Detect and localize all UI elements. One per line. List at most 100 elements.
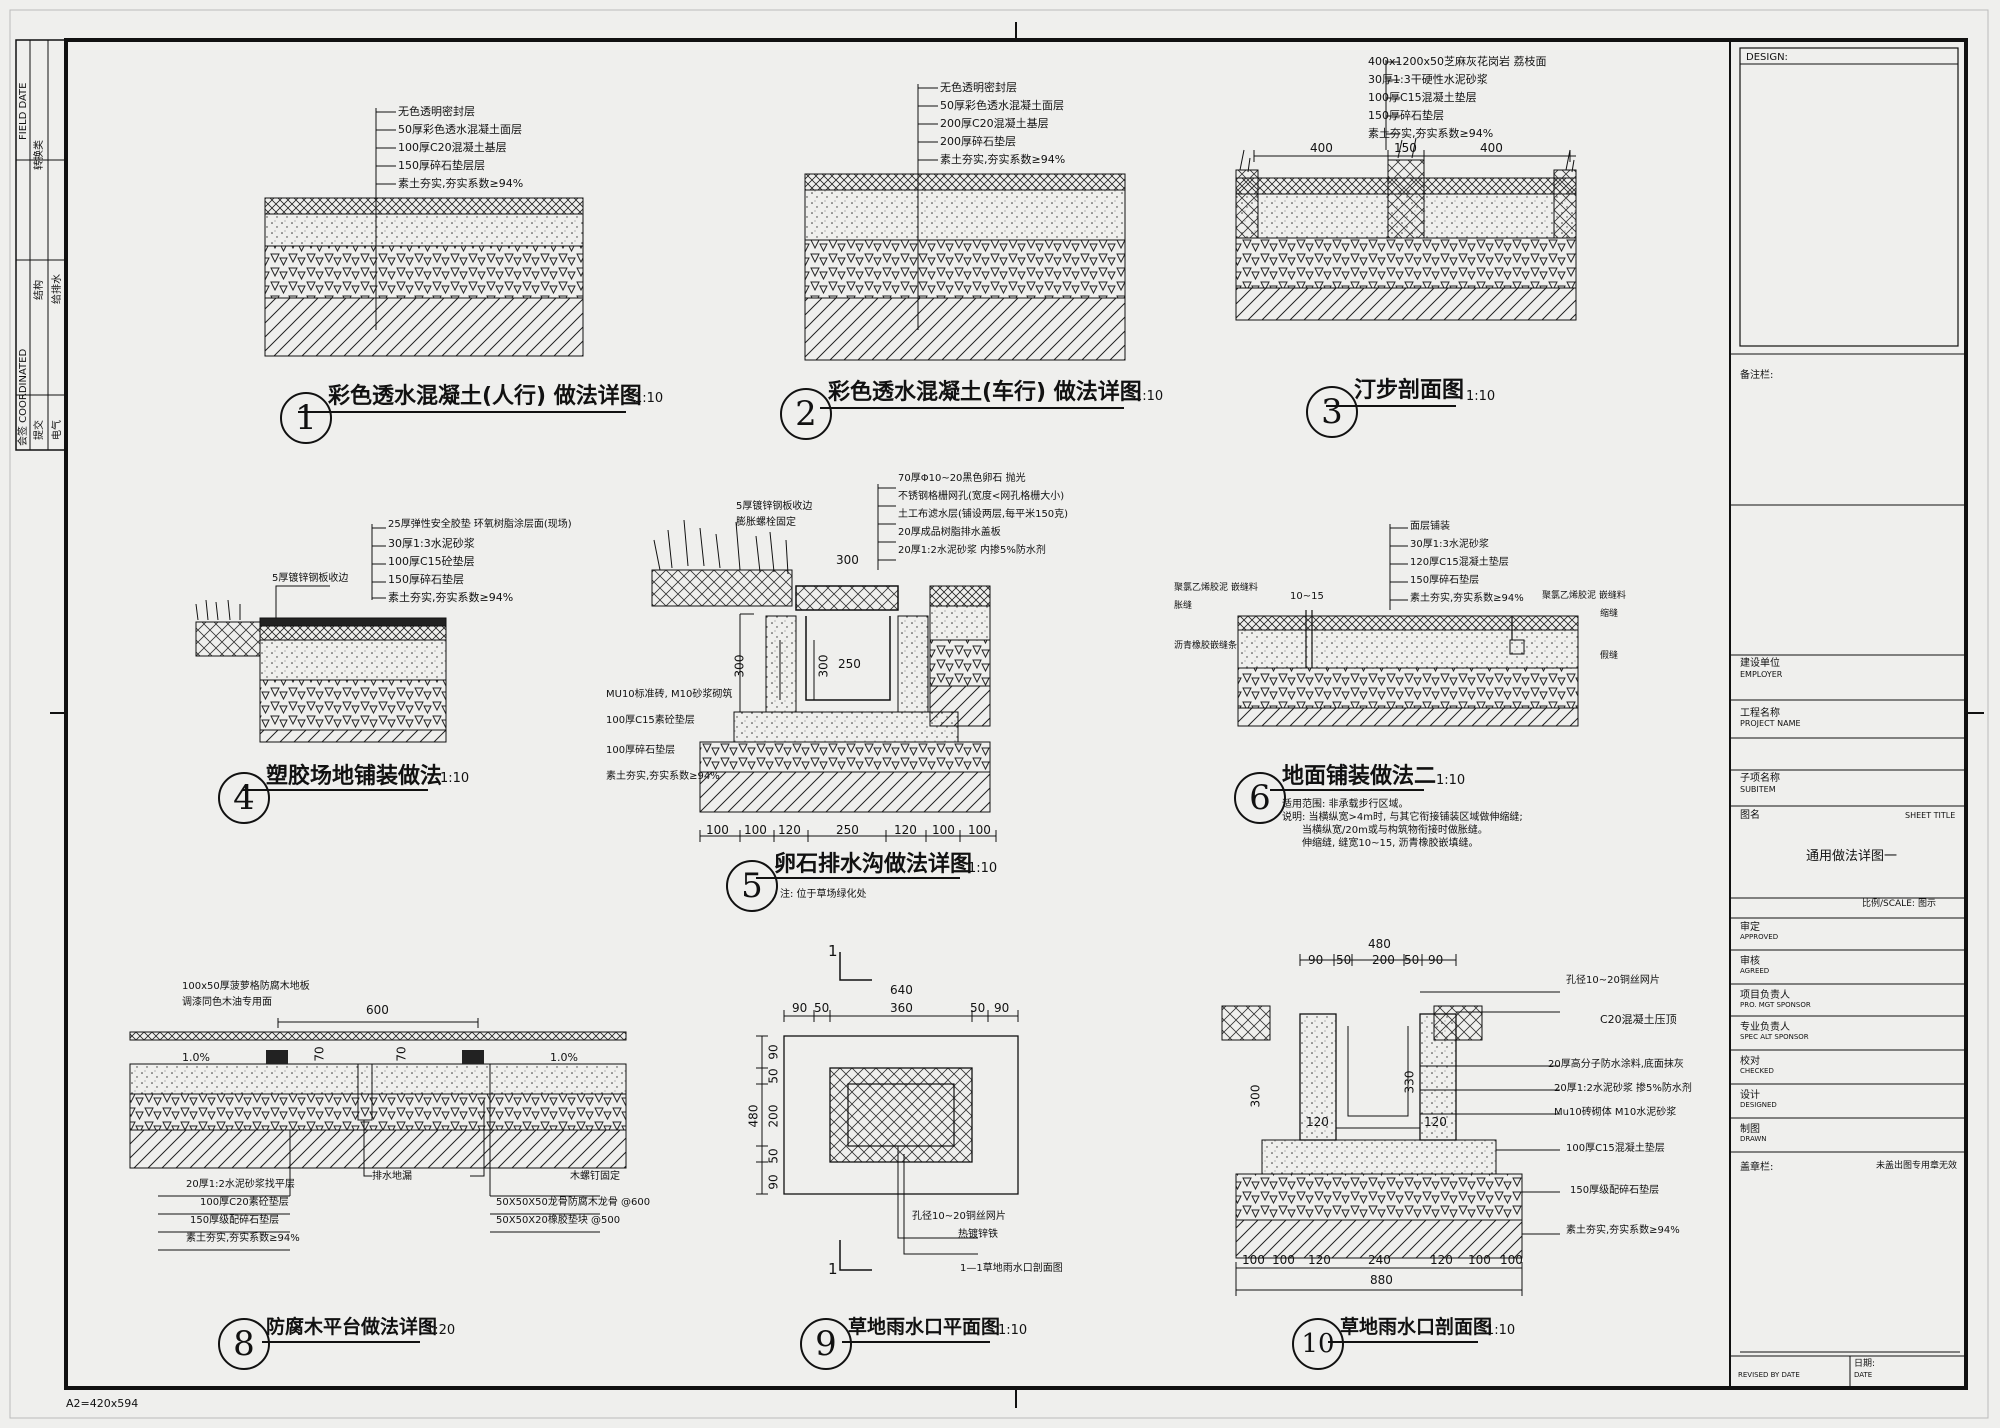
d4-layer-5: 素土夯实,夯实系数≥94%	[388, 591, 514, 604]
detail-6-section	[1237, 524, 1579, 727]
project-en: PROJECT NAME	[1740, 719, 1801, 728]
detail-3-section	[1235, 60, 1577, 321]
title-block-rows	[1730, 353, 1966, 1388]
d5-dim-b2: 100	[744, 823, 767, 837]
d6-layer-1: 面层铺装	[1410, 521, 1450, 532]
d10-dim-t5: 90	[1428, 953, 1444, 967]
d1-title: 彩色透水混凝土(人行) 做法详图	[328, 384, 642, 409]
subitem-cn: 子项名称	[1740, 773, 1780, 784]
d8-right-2: 50X50X20橡胶垫块 @500	[496, 1215, 621, 1226]
project-cn: 工程名称	[1740, 708, 1780, 719]
d9-dim-l3: 200	[766, 1104, 781, 1128]
d6-side-3: 沥青橡胶嵌缝条	[1174, 641, 1238, 651]
d10-dim-t2: 50	[1336, 953, 1352, 967]
d8-slope-left: 1.0%	[182, 1051, 210, 1064]
detail-9-plan	[756, 952, 1019, 1271]
d9-dim-left-total: 480	[746, 1104, 761, 1128]
d10-dim-b6: 100	[1468, 1253, 1491, 1267]
d3-dim-2: 150	[1394, 141, 1417, 155]
d4-scale: 1:10	[440, 771, 470, 786]
d9-dim-l1: 90	[766, 1044, 781, 1060]
d9-dim-total: 640	[890, 983, 913, 997]
strip-coordinated: 会签 COORDINATED	[18, 348, 29, 446]
d6-layer-4: 150厚碎石垫层	[1410, 575, 1480, 586]
strip-structure: 结构	[34, 280, 45, 300]
d6-layer-3: 120厚C15混凝土垫层	[1410, 557, 1509, 568]
d5-dim-b6: 100	[932, 823, 955, 837]
d5-dim-b5: 120	[894, 823, 917, 837]
d8-top-1: 100x50厚菠萝格防腐木地板	[182, 981, 310, 992]
d10-layer-2: C20混凝土压顶	[1600, 1013, 1677, 1026]
d4-layer-2: 30厚1:3水泥砂浆	[388, 537, 475, 550]
d10-layer-4: 20厚1:2水泥砂浆 掺5%防水剂	[1554, 1083, 1692, 1094]
d6-side-1: 聚氯乙烯胶泥 嵌缝料	[1174, 583, 1258, 593]
d9-section-mark-bottom: 1	[828, 1260, 838, 1278]
d9-dim-l5: 90	[766, 1174, 781, 1190]
checker-cn: 校对	[1740, 1056, 1760, 1067]
d10-layer-8: 素土夯实,夯实系数≥94%	[1566, 1225, 1680, 1236]
d8-layer-3: 150厚级配碎石垫层	[190, 1215, 280, 1226]
stamp-note: 未盖出图专用章无效	[1876, 1161, 1958, 1171]
d6-side-5: 聚氯乙烯胶泥 嵌缝料	[1542, 591, 1626, 601]
d8-top-2: 调漆同色木油专用面	[182, 997, 272, 1008]
d10-layer-3: 20厚高分子防水涂料,底面抹灰	[1548, 1059, 1684, 1070]
d8-scale: 1:20	[426, 1323, 456, 1338]
d5-footnote: 注: 位于草场绿化处	[780, 889, 867, 900]
d8-dim-600: 600	[366, 1003, 389, 1017]
d2-title: 彩色透水混凝土(车行) 做法详图	[828, 380, 1142, 405]
approved-en: APPROVED	[1740, 933, 1779, 941]
d5-dim-b4: 250	[836, 823, 859, 837]
revised-label: REVISED BY DATE	[1738, 1371, 1800, 1379]
d2-number: 2	[780, 388, 832, 440]
d10-dim-b-total: 880	[1370, 1273, 1393, 1287]
d1-scale: 1:10	[634, 391, 664, 406]
d9-note-1: 孔径10~20铜丝网片	[912, 1211, 1006, 1222]
subitem-en: SUBITEM	[1740, 785, 1776, 794]
d5-side-5: 100厚碎石垫层	[606, 745, 676, 756]
strip-drainage: 给排水	[52, 274, 63, 304]
d2-layer-1: 无色透明密封层	[940, 81, 1017, 94]
d5-title: 卵石排水沟做法详图	[774, 852, 973, 877]
d9-dim-t3: 360	[890, 1001, 913, 1015]
drawn-cn: 制图	[1740, 1124, 1760, 1135]
detail-8-section	[129, 1018, 627, 1251]
d2-layer-2: 50厚彩色透水混凝土面层	[940, 99, 1064, 112]
spec-leader-cn: 专业负责人	[1740, 1022, 1790, 1033]
strip-transfer: 转换类	[34, 140, 45, 170]
d4-layer-1: 25厚弹性安全胶垫 环氧树脂涂层面(现场)	[388, 519, 572, 530]
d6-side-2: 胀缝	[1174, 601, 1193, 611]
sheet-title-en: SHEET TITLE	[1905, 811, 1956, 820]
center-marks	[50, 22, 1984, 1408]
d10-title: 草地雨水口剖面图	[1340, 1316, 1493, 1338]
d3-layer-3: 100厚C15混凝土垫层	[1368, 91, 1477, 104]
design-label: DESIGN:	[1746, 52, 1788, 63]
approved-cn: 审定	[1740, 922, 1760, 933]
d9-title: 草地雨水口平面图	[848, 1316, 1001, 1338]
d3-number: 3	[1306, 386, 1358, 438]
d3-layer-1: 400x1200x50芝麻灰花岗岩 荔枝面	[1368, 55, 1547, 68]
d10-layer-6: 100厚C15混凝土垫层	[1566, 1143, 1665, 1154]
d9-section-ref: 1—1草地雨水口剖面图	[960, 1263, 1063, 1274]
d9-dim-t1: 90	[792, 1001, 808, 1015]
d6-explain-2: 说明: 当横纵宽>4m时, 与其它衔接铺装区域做伸缩缝;	[1282, 812, 1523, 823]
d10-dim-b2: 100	[1272, 1253, 1295, 1267]
d9-scale: 1:10	[998, 1323, 1028, 1338]
d5-scale: 1:10	[968, 861, 998, 876]
date-en: DATE	[1854, 1371, 1873, 1379]
d8-title: 防腐木平台做法详图	[266, 1316, 438, 1338]
d10-dim-total: 480	[1368, 937, 1391, 951]
employer-cn: 建设单位	[1740, 658, 1780, 669]
d2-layer-5: 素土夯实,夯实系数≥94%	[940, 153, 1066, 166]
d5-layer-2: 不锈钢格栅网孔(宽度<网孔格栅大小)	[898, 491, 1065, 502]
strip-field-date: FIELD DATE	[18, 82, 29, 141]
d4-number: 4	[218, 772, 270, 824]
sheet-title-cn: 图名	[1740, 810, 1760, 821]
d6-layer-5: 素土夯实,夯实系数≥94%	[1410, 593, 1524, 604]
d4-title: 塑胶场地铺装做法	[266, 764, 443, 789]
d5-layer-3: 土工布滤水层(铺设两层,每平米150克)	[898, 509, 1069, 520]
project-leader-cn: 项目负责人	[1740, 990, 1790, 1001]
scale-label: 比例/SCALE:	[1862, 899, 1915, 909]
date-cn: 日期:	[1854, 1359, 1876, 1369]
d10-dim-b5: 120	[1430, 1253, 1453, 1267]
